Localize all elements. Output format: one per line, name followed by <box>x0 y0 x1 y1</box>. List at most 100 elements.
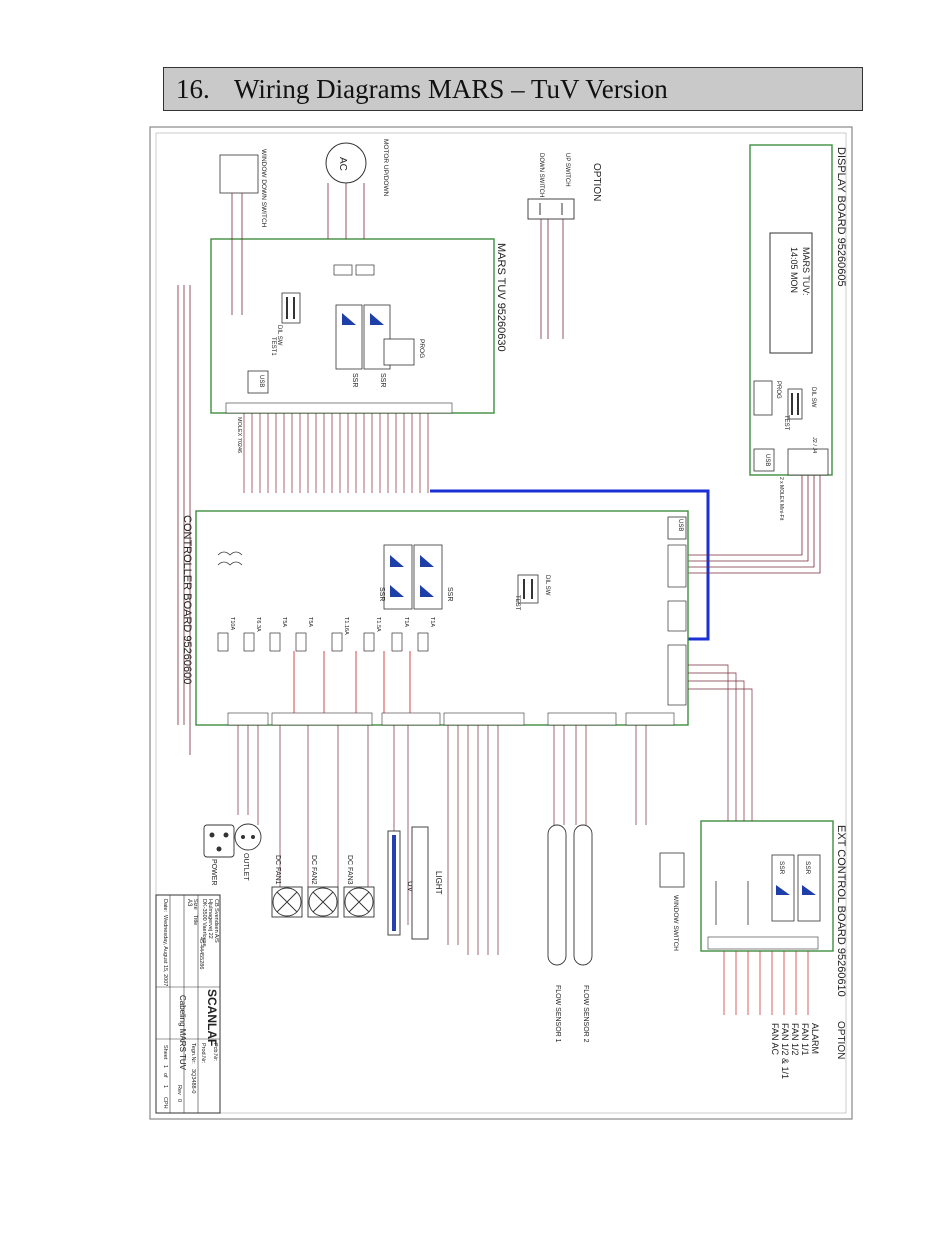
title-block-tegn-label: Tegn.Nr: <box>190 1043 196 1064</box>
mars-board: MARS TUV 95260630 SSR SSR PROG DIL SW TE… <box>210 238 507 453</box>
controller-dil-sw-label: DIL SW <box>544 575 550 596</box>
lcd-line-1: MARS TUV: <box>801 247 811 296</box>
window-switch-bottom: WINDOW SWITCH <box>659 852 685 951</box>
controller-usb <box>667 516 687 540</box>
title-block-date: Wednesday, August 15, 2007 <box>162 915 168 986</box>
uv-label: UV <box>406 881 415 893</box>
fuse-6 <box>363 632 375 652</box>
title-block-address-2: Hjulmagervej 22 <box>207 899 213 939</box>
fuse-1-label: T10A <box>229 617 235 630</box>
wiring-diagram-sheet: DISPLAY BOARD 95260605 MARS TUV: 14:05 M… <box>148 125 854 1121</box>
ext-ssr-1 <box>771 854 795 922</box>
power-label: POWER <box>210 859 217 885</box>
motor-ac-text: AC <box>337 157 348 171</box>
display-board-title: DISPLAY BOARD 95260605 <box>835 147 847 287</box>
mars-ssr-1-label: SSR <box>351 373 358 387</box>
section-number: 16. <box>176 73 210 104</box>
display-molex-label: 2 x MOLEX Mini-Fit <box>778 477 784 521</box>
fuse-2-label: T6.3A <box>255 617 261 632</box>
title-block-title: Cabeling MARS TUV <box>178 995 187 1071</box>
section-title-text: Wiring Diagrams MARS – TuV Version <box>234 73 668 104</box>
title-block-size: A3 <box>186 899 192 907</box>
fuse-5 <box>331 632 343 652</box>
light-lamp: LIGHT <box>411 826 443 940</box>
flow-sensor-2-label: FLOW SENSOR 2 <box>582 985 589 1043</box>
controller-test-label: TEST <box>514 595 520 611</box>
display-prog-header <box>753 380 773 416</box>
title-block-size-label: Size <box>192 899 198 910</box>
up-switch-label: UP SWITCH <box>564 153 570 187</box>
controller-board-title: CONTROLLER BOARD 95260600 <box>181 515 193 684</box>
fuse-8 <box>417 632 429 652</box>
title-block: SCANLAF CB Svendsen A/S Hjulmagervej 22 … <box>155 894 221 1114</box>
fuse-3-label: T5A <box>281 617 287 627</box>
controller-usb-label: USB <box>677 519 683 531</box>
ext-ssr-1-label: SSR <box>778 861 785 875</box>
sheet-inner-frame <box>155 132 847 1114</box>
window-down-switch: WINDOW DOWN SWITCH <box>219 149 267 315</box>
fuse-4 <box>295 632 307 652</box>
title-block-drawn: CPH <box>162 1097 168 1109</box>
display-connector <box>787 448 829 476</box>
controller-ssr-1-label: SSR <box>378 587 385 601</box>
mars-dil-sw-label: DIL SW <box>276 325 282 346</box>
fuse-5-label: T1.16A <box>343 617 349 635</box>
mars-j4-connector <box>225 402 453 414</box>
fuse-7-label: T1A <box>403 617 409 627</box>
mars-prog-header <box>383 338 415 366</box>
controller-ext-wires <box>688 664 753 821</box>
fuse-3 <box>269 632 281 652</box>
ext-output-3: FAN 1/2 <box>790 1023 800 1056</box>
mars-molex-label: MOLEX 70246 <box>236 417 242 453</box>
ext-output-1: ALARM <box>810 1023 820 1054</box>
display-usb-label: USB <box>764 454 770 466</box>
title-block-sheet: 1 <box>162 1065 168 1068</box>
controller-ssr-2 <box>413 544 443 610</box>
outlet-socket: OUTLET <box>234 823 262 881</box>
title-block-title-label: Title <box>192 915 198 925</box>
outlet-label: OUTLET <box>242 853 249 881</box>
mars-prog-label: PROG <box>418 339 425 358</box>
title-block-rev-label: Rev <box>176 1085 182 1095</box>
display-usb <box>753 448 775 472</box>
mars-board-title: MARS TUV 95260630 <box>495 243 507 352</box>
controller-ssr-2-label: SSR <box>446 587 453 601</box>
lcd-line-2: 14:05 MON <box>789 247 799 293</box>
fuse-wires <box>293 651 411 713</box>
fuse-8-label: T1A <box>429 617 435 627</box>
display-test-label: TEST <box>783 415 789 431</box>
lcd-display <box>769 232 813 354</box>
uv-lamp: UV <box>387 830 415 936</box>
display-controller-wires <box>688 475 821 574</box>
output-wires <box>237 725 647 955</box>
dc-fan-2: DC FAN2 <box>307 855 339 918</box>
mars-ssr-2-label: SSR <box>379 373 386 387</box>
light-label: LIGHT <box>434 871 443 895</box>
mars-usb <box>247 370 269 394</box>
ext-ssr-2 <box>797 854 821 922</box>
fuse-1 <box>217 632 229 652</box>
down-switch-label: DOWN SWITCH <box>538 153 544 197</box>
motor-label: MOTOR UP/DOWN <box>382 139 389 197</box>
window-down-switch-label: WINDOW DOWN SWITCH <box>260 149 267 228</box>
ext-output-wires <box>723 951 809 1015</box>
dc-fan-1: DC FAN1 <box>271 855 303 918</box>
mars-usb-label: USB <box>258 375 264 387</box>
flow-sensor-1-label: FLOW SENSOR 1 <box>554 985 561 1043</box>
title-block-sheet-label: Sheet <box>162 1045 168 1060</box>
mars-j4-wires <box>243 413 429 493</box>
transformer-symbol <box>217 551 243 566</box>
section-title: 16. Wiring Diagrams MARS – TuV Version <box>163 67 863 111</box>
flow-sensor-1: FLOW SENSOR 1 <box>547 824 567 1043</box>
mars-ssr-1 <box>335 304 363 370</box>
title-block-company: SCANLAF <box>205 989 219 1046</box>
left-feed-wires <box>177 285 191 755</box>
ext-control-board: EXT CONTROL BOARD 95260610 SSR SSR <box>700 820 847 997</box>
mars-dil-switch <box>281 292 301 324</box>
controller-dil-switch <box>517 574 539 604</box>
fuse-4-label: T5A <box>307 617 313 627</box>
motor-up-down: AC MOTOR UP/DOWN <box>325 139 389 239</box>
option-label-top: OPTION <box>591 163 602 201</box>
ext-option-label: OPTION <box>835 1021 846 1059</box>
